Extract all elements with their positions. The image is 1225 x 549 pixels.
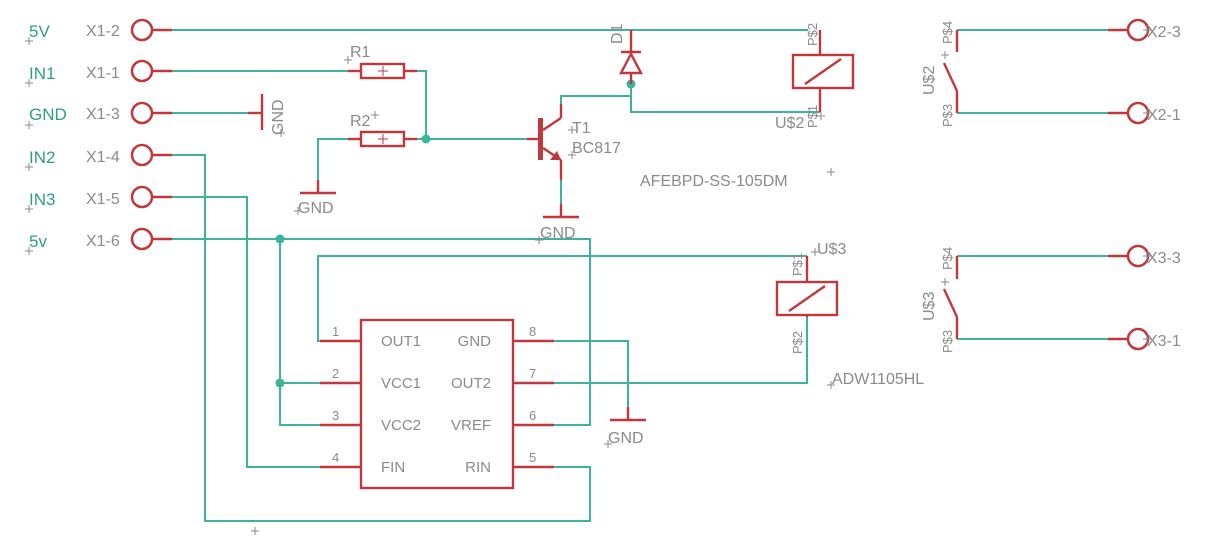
- connector-x1: 5V X1-2 IN1 X1-1 GND X1-3 IN2 X1-4 IN3 X…: [29, 18, 172, 251]
- ic-pin-name: GND: [458, 333, 492, 350]
- x2-pin-label: X2-3: [1147, 24, 1181, 41]
- x1-pin-3: GND X1-3: [29, 101, 172, 125]
- x2-pin-label: X2-1: [1147, 107, 1181, 124]
- u2-value: AFEBPD-SS-105DM: [640, 173, 788, 190]
- u3-value: ADW1105HL: [832, 371, 924, 388]
- x1-pad-icon[interactable]: [130, 59, 154, 83]
- ground-icon: GND: [270, 99, 287, 135]
- ic-pin-number: 2: [332, 366, 339, 381]
- x1-pin-6: 5v X1-6: [29, 227, 172, 251]
- ic-pin-number: 7: [529, 366, 536, 381]
- ic-pin-number: 4: [332, 450, 339, 465]
- junction-dots: [275, 79, 636, 388]
- u3-switch-pin-bottom: P$3: [940, 330, 955, 353]
- x3-pin-label: X3-1: [1147, 333, 1181, 350]
- ic-pin-name: FIN: [381, 459, 405, 476]
- net-label-in2: IN2: [29, 148, 55, 167]
- u3-switch-pin-top: P$4: [940, 247, 955, 270]
- ground-icon: GND: [608, 430, 644, 447]
- x1-pin-label: X1-3: [86, 106, 120, 123]
- connector-x2: X2-3 X2-1: [1108, 18, 1181, 125]
- x1-pin-2: IN1 X1-1: [29, 59, 172, 83]
- nets: [153, 29, 1108, 522]
- ground-icon: GND: [540, 225, 576, 242]
- ic-pin-number: 1: [332, 324, 339, 339]
- x1-pad-icon[interactable]: [130, 227, 154, 251]
- t1-value: BC817: [572, 140, 621, 157]
- net-label-5v: 5V: [29, 22, 50, 41]
- ic-pin-number: 3: [332, 408, 339, 423]
- ground-ic[interactable]: GND: [608, 407, 646, 447]
- u2-coil-name: U$2: [775, 115, 804, 132]
- origin-markers: [25, 26, 1151, 535]
- u3-coil-pin-bottom: P$2: [790, 331, 805, 354]
- net-label-in3: IN3: [29, 190, 55, 209]
- r1-label: R1: [350, 44, 371, 61]
- x1-pad-icon[interactable]: [130, 185, 154, 209]
- ic-pin-name: VREF: [451, 417, 491, 434]
- x1-pad-icon[interactable]: [130, 18, 154, 42]
- u3-coil-pin-top: P$1: [790, 253, 805, 276]
- u2-coil-pin-top: P$2: [805, 23, 820, 46]
- x3-pin-label: X3-3: [1147, 250, 1181, 267]
- ic-pin-name: RIN: [465, 459, 491, 476]
- x1-pin-label: X1-4: [86, 149, 120, 166]
- ic-pin-number: 6: [529, 408, 536, 423]
- ground-t1[interactable]: GND: [540, 204, 579, 242]
- x1-pad-icon[interactable]: [130, 101, 154, 125]
- ic-pin-name: VCC2: [381, 417, 421, 434]
- u2-switch-name: U$2: [921, 66, 938, 95]
- x1-pin-label: X1-5: [86, 191, 120, 208]
- relay-u3-coil[interactable]: P$1 P$2 U$3 ADW1105HL: [775, 241, 924, 388]
- relay-u2-coil[interactable]: P$2 P$1 U$2 AFEBPD-SS-105DM: [640, 23, 855, 190]
- ic-pin-name: VCC1: [381, 375, 421, 392]
- u2-coil-pin-bottom: P$1: [805, 105, 820, 128]
- t1-label: T1: [572, 120, 591, 137]
- switch-u3[interactable]: P$4 P$3 U$3: [921, 247, 959, 353]
- u3-switch-name: U$3: [921, 292, 938, 321]
- x1-pin-label: X1-6: [86, 233, 120, 250]
- transistor-t1[interactable]: T1 BC817: [527, 104, 621, 180]
- ic-pin-number: 8: [529, 324, 536, 339]
- x1-pin-label: X1-2: [86, 23, 120, 40]
- net-label-in1: IN1: [29, 64, 55, 83]
- x1-pad-icon[interactable]: [130, 143, 154, 167]
- x1-pin-4: IN2 X1-4: [29, 143, 172, 167]
- x1-pin-label: X1-1: [86, 65, 120, 82]
- d1-label: D1: [609, 23, 626, 44]
- net-label-gnd: GND: [29, 105, 67, 124]
- u2-switch-pin-bottom: P$3: [940, 104, 955, 127]
- connector-x3: X3-3 X3-1: [1108, 244, 1181, 351]
- resistor-r1[interactable]: R1: [348, 44, 417, 80]
- resistor-r2[interactable]: R2: [348, 113, 417, 148]
- r2-label: R2: [350, 113, 371, 130]
- ground-r2[interactable]: GND: [298, 180, 336, 217]
- ic-pin-name: OUT1: [381, 333, 421, 350]
- switch-u2[interactable]: P$4 P$3 U$2: [921, 21, 959, 127]
- x1-pin-1: 5V X1-2: [29, 18, 172, 42]
- net-label-5v-lower: 5v: [29, 232, 47, 251]
- x1-pin-5: IN3 X1-5: [29, 185, 172, 209]
- u3-coil-name: U$3: [817, 241, 846, 258]
- ground-x1[interactable]: GND: [248, 94, 287, 135]
- ic-pin-name: OUT2: [451, 375, 491, 392]
- ground-icon: GND: [298, 200, 334, 217]
- diode-d1[interactable]: D1: [609, 23, 643, 84]
- ic-pin-number: 5: [529, 450, 536, 465]
- ic-driver[interactable]: 1 2 3 4 8 7 6 5 OUT1 VCC1 VCC2 FIN GND O…: [320, 318, 554, 490]
- u2-switch-pin-top: P$4: [940, 21, 955, 44]
